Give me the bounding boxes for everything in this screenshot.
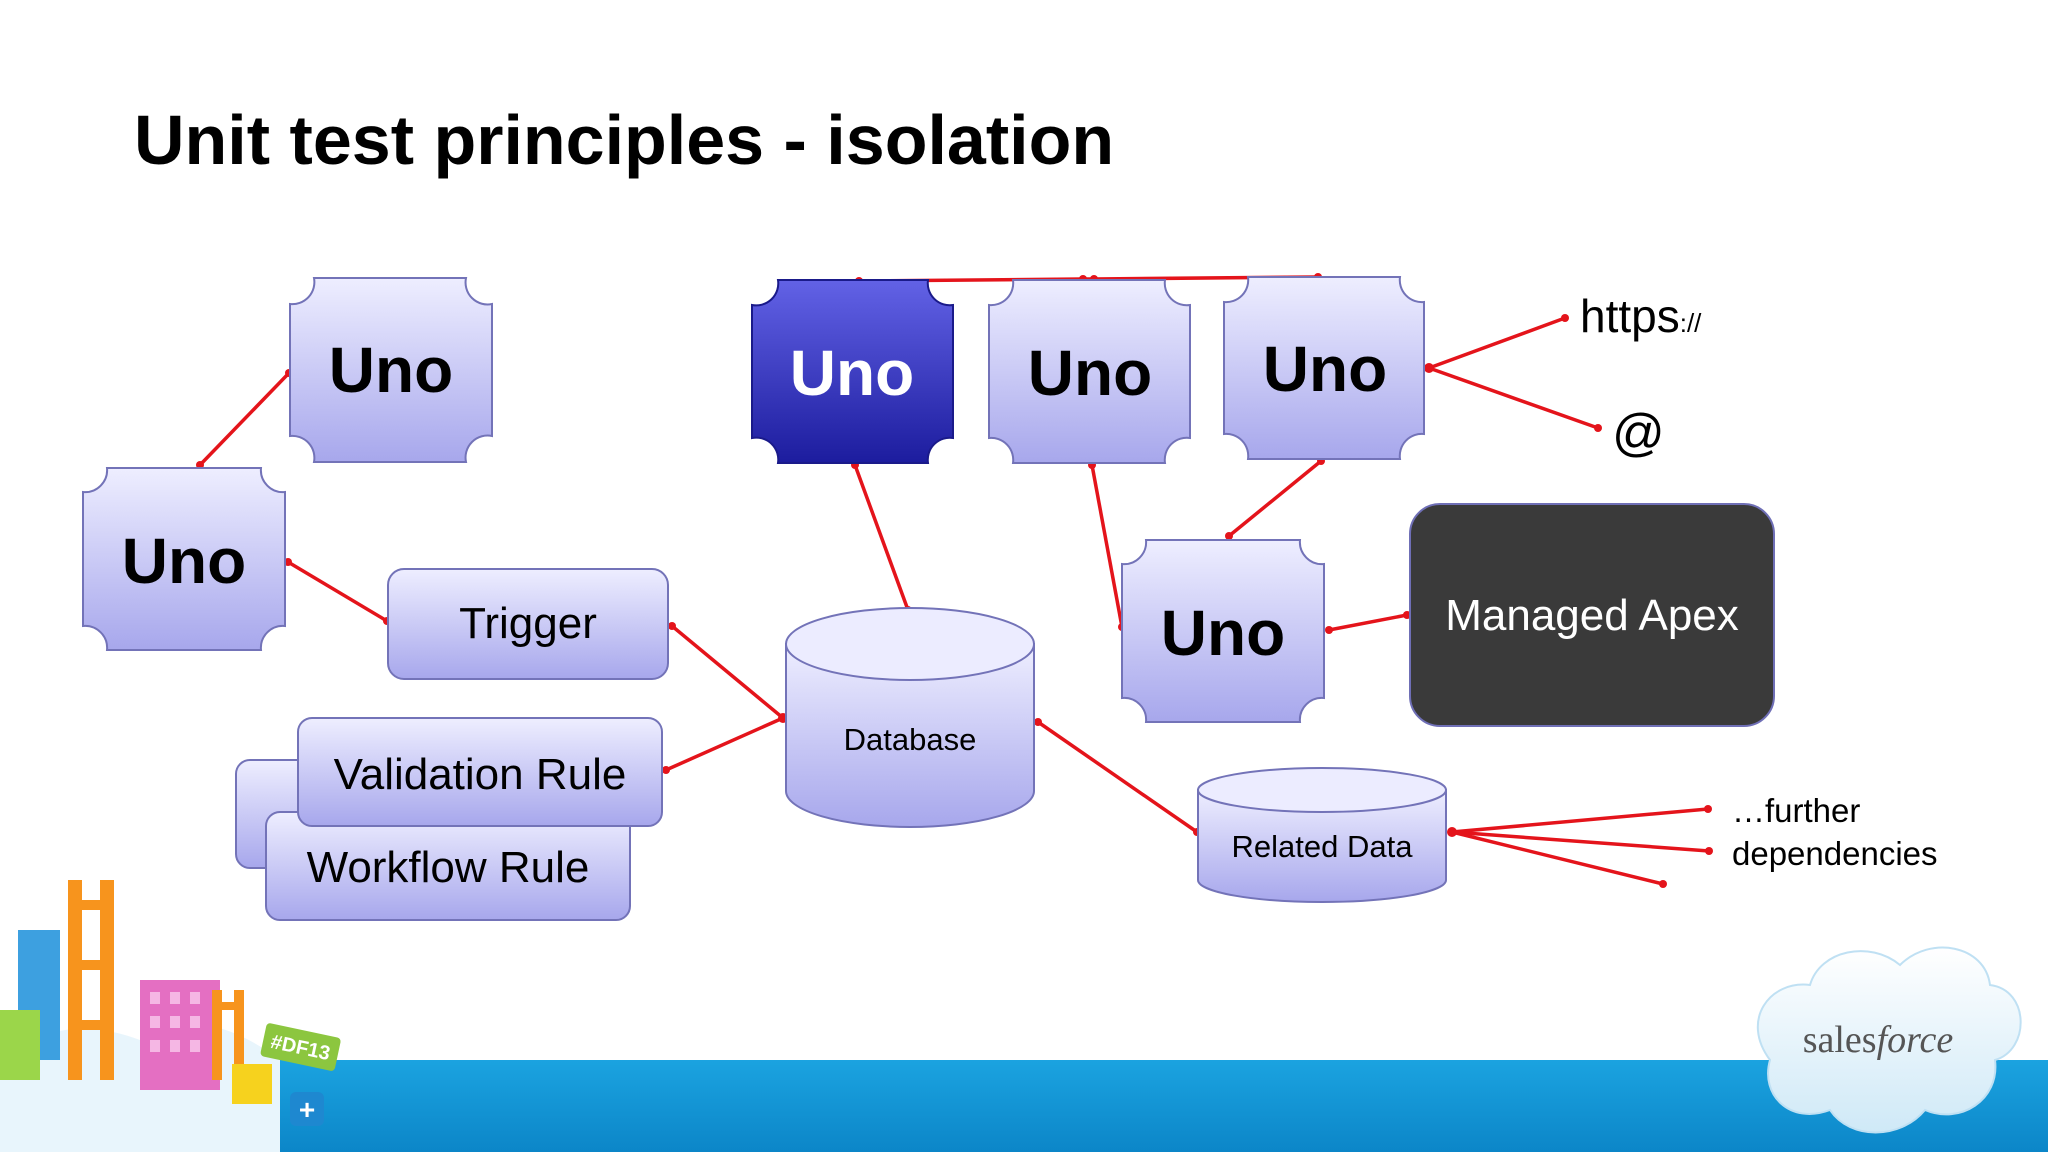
uno-node-top-left: Uno — [289, 277, 493, 463]
salesforce-logo: salesforce — [1756, 946, 2022, 1134]
validation-rule-box: Validation Rule — [297, 717, 663, 827]
connector-uno-left-to-uno-top-left — [198, 371, 291, 467]
connector-validation-to-database — [665, 716, 784, 772]
logo-text-force: force — [1877, 1019, 1954, 1061]
managed-apex-label: Managed Apex — [1445, 591, 1739, 640]
https-main: https — [1580, 290, 1680, 342]
cloud-shape — [1756, 946, 2022, 1134]
connector-to-https — [1428, 316, 1566, 370]
https-label: https:// — [1580, 290, 1702, 342]
database-label: Database — [844, 722, 977, 757]
uno-node-middle: Uno — [988, 279, 1191, 464]
connector-further-3 — [1451, 830, 1664, 886]
uno-top-left-label: Uno — [329, 334, 453, 406]
building-green — [0, 1010, 40, 1080]
golden-gate-tower-right — [212, 990, 244, 1080]
uno-highlighted-label: Uno — [790, 337, 914, 409]
uno-node-lower: Uno — [1121, 539, 1325, 723]
city-illustration: #DF13 + — [0, 880, 341, 1152]
plus-icon: + — [299, 1094, 315, 1125]
further-label-line1: …further — [1732, 792, 1860, 829]
golden-gate-tower-left — [68, 880, 114, 1080]
connector-uno-highlight-to-database — [853, 464, 910, 611]
further-label-line2: dependencies — [1732, 835, 1938, 872]
connector-uno-middle-to-uno-lower — [1090, 464, 1124, 628]
logo-text-sales: sales — [1803, 1019, 1877, 1061]
uno-lower-label: Uno — [1161, 597, 1285, 669]
related-data-label: Related Data — [1232, 829, 1414, 864]
connector-uno-right-to-uno-lower — [1227, 459, 1323, 538]
rule-stack: Workflow Rule Validation Rule — [235, 717, 663, 921]
building-yellow — [232, 1064, 272, 1104]
uno-middle-label: Uno — [1028, 337, 1152, 409]
email-at-label: @ — [1612, 404, 1665, 462]
connector-further-2 — [1451, 830, 1710, 853]
connector-further-1 — [1451, 807, 1709, 834]
uno-node-left: Uno — [82, 467, 286, 651]
connector-trigger-to-database — [670, 624, 785, 720]
df13-tag: #DF13 — [260, 1023, 341, 1071]
svg-text:salesforce: salesforce — [1803, 1019, 1954, 1061]
trigger-box: Trigger — [387, 568, 669, 680]
validation-rule-label: Validation Rule — [334, 750, 627, 799]
plus-badge — [290, 1092, 324, 1126]
managed-apex-box: Managed Apex — [1409, 503, 1775, 727]
slide-title: Unit test principles - isolation — [134, 101, 1115, 179]
uno-right-label: Uno — [1263, 333, 1387, 405]
https-suffix: :// — [1680, 308, 1702, 338]
connector-uno-left-to-trigger — [287, 560, 388, 623]
connector-to-email — [1428, 366, 1599, 430]
trigger-label: Trigger — [459, 599, 597, 648]
workflow-rule-box: Workflow Rule — [265, 811, 631, 921]
uno-node-right: Uno — [1223, 276, 1425, 460]
database-cylinder: Database — [785, 607, 1035, 828]
related-data-cylinder: Related Data — [1197, 767, 1447, 903]
workflow-rule-label: Workflow Rule — [307, 843, 590, 892]
uno-node-highlighted: Uno — [751, 279, 954, 464]
connector-uno-lower-to-managed-apex — [1328, 613, 1408, 632]
connectors — [198, 275, 1710, 886]
uno-left-label: Uno — [122, 525, 246, 597]
footer-band — [0, 1060, 2048, 1152]
connector-database-to-related-data — [1037, 720, 1198, 834]
